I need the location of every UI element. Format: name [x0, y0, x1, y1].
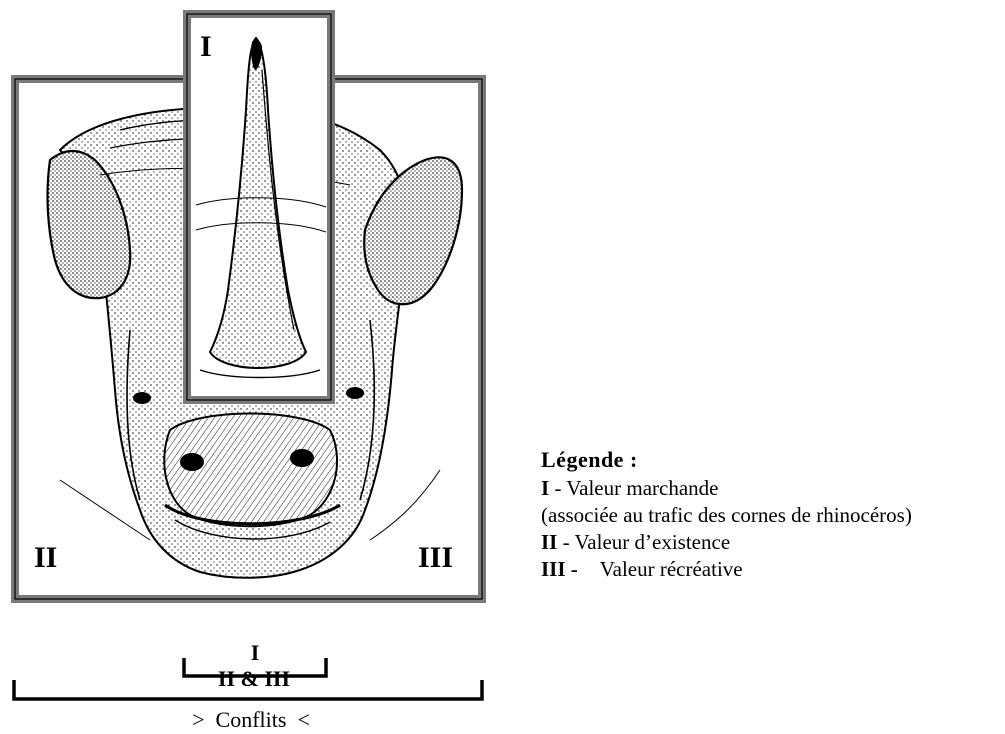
- legend-title: Légende :: [541, 446, 912, 473]
- legend-numeral: I: [541, 476, 549, 500]
- left-nostril: [180, 453, 204, 471]
- legend-text: - Valeur marchande: [549, 476, 718, 500]
- legend-numeral: II: [541, 530, 557, 554]
- legend-item-III: III -Valeur récréative: [541, 556, 912, 583]
- right-nostril: [290, 449, 314, 467]
- conflicts-label: > Conflits <: [192, 707, 310, 732]
- legend: Légende : I - Valeur marchande (associée…: [541, 446, 912, 583]
- label-I: I: [200, 30, 212, 63]
- bracket-II-III-label: II & III: [218, 666, 290, 691]
- label-III: III: [418, 541, 453, 574]
- legend-dash: -: [566, 557, 578, 581]
- legend-numeral: III: [541, 557, 566, 581]
- legend-text: Valeur récréative: [600, 557, 743, 581]
- label-II: II: [34, 541, 57, 574]
- legend-item-II: II - Valeur d’existence: [541, 529, 912, 556]
- legend-text: - Valeur d’existence: [557, 530, 730, 554]
- legend-text: (associée au trafic des cornes de rhinoc…: [541, 503, 912, 527]
- legend-item-note: (associée au trafic des cornes de rhinoc…: [541, 502, 912, 529]
- right-eye: [346, 387, 364, 399]
- left-eye: [133, 392, 151, 404]
- legend-item-I: I - Valeur marchande: [541, 475, 912, 502]
- bracket-I-label: I: [251, 640, 260, 665]
